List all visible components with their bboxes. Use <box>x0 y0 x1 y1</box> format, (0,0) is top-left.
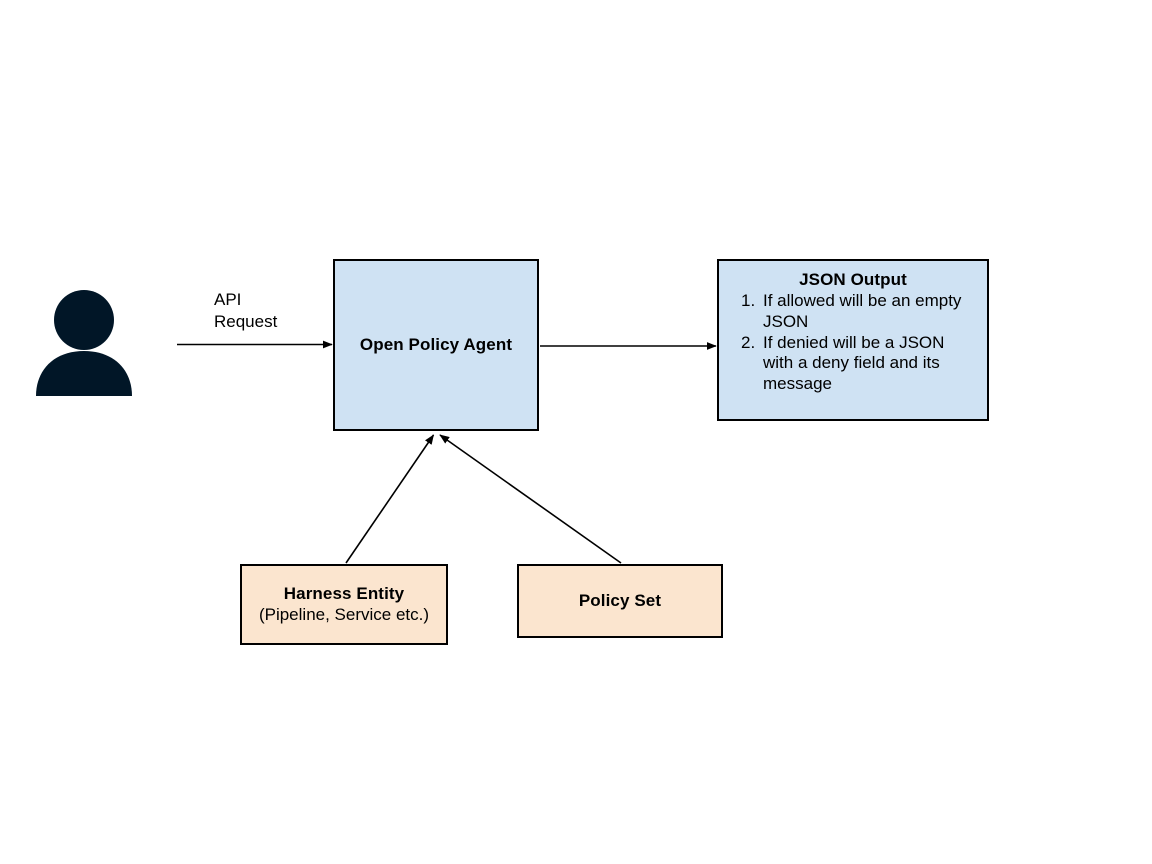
edge-harness-to-opa <box>345 434 435 564</box>
node-open-policy-agent[interactable]: Open Policy Agent <box>333 259 539 431</box>
node-json-output-title: JSON Output <box>799 270 907 289</box>
node-open-policy-agent-title: Open Policy Agent <box>359 334 513 354</box>
list-item: 2. If denied will be a JSON with a deny … <box>727 333 979 395</box>
list-item-text: If allowed will be an empty JSON <box>763 291 962 331</box>
list-item-number: 1. <box>741 291 756 311</box>
node-harness-entity-title: Harness Entity <box>283 584 405 604</box>
json-output-list: 1. If allowed will be an empty JSON 2. I… <box>727 291 979 395</box>
node-policy-set-title: Policy Set <box>578 590 662 610</box>
list-item-number: 2. <box>741 332 756 352</box>
list-item: 1. If allowed will be an empty JSON <box>727 291 979 332</box>
edge-policyset-to-opa <box>439 434 622 564</box>
node-harness-entity[interactable]: Harness Entity (Pipeline, Service etc.) <box>240 564 448 645</box>
node-harness-entity-subtitle: (Pipeline, Service etc.) <box>258 604 430 624</box>
list-item-text: If denied will be a JSON with a deny fie… <box>763 332 945 393</box>
edge-label-api-request: API Request <box>214 290 278 332</box>
node-policy-set[interactable]: Policy Set <box>517 564 723 638</box>
person-icon <box>36 290 132 396</box>
node-json-output[interactable]: JSON Output 1. If allowed will be an emp… <box>717 259 989 421</box>
